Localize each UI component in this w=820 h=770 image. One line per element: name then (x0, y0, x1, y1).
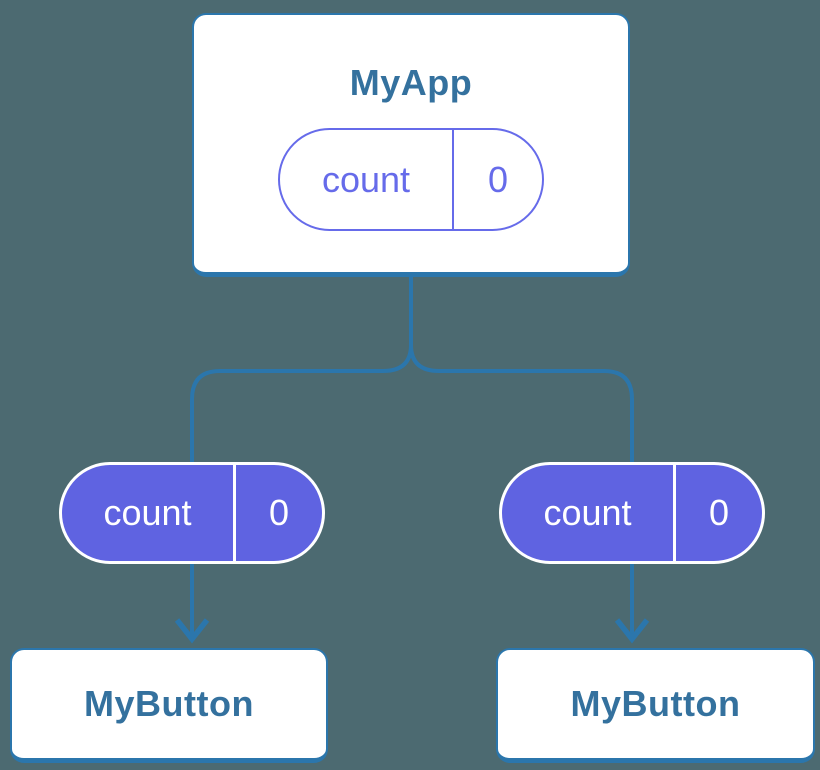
right-prop-pill: count 0 (499, 462, 765, 564)
root-state-pill: count 0 (278, 128, 544, 231)
state-value-label: 0 (487, 158, 509, 200)
child-component-title: MyButton (570, 683, 741, 724)
right-branch-connector-line (409, 344, 634, 637)
right-child-component-node: MyButton (496, 648, 815, 763)
left-prop-pill: count 0 (59, 462, 325, 564)
left-child-component-node: MyButton (10, 648, 328, 763)
right-arrowhead-icon (614, 618, 650, 644)
prop-name-label: count (103, 492, 192, 533)
prop-value-label: 0 (268, 492, 290, 533)
root-component-title: MyApp (349, 62, 473, 103)
left-branch-connector-line (190, 344, 413, 637)
prop-value-label: 0 (708, 492, 730, 533)
child-component-title: MyButton (84, 683, 254, 724)
left-arrowhead-icon (174, 618, 210, 644)
root-component-node: MyApp count 0 (192, 13, 630, 277)
prop-name-label: count (543, 492, 632, 533)
state-name-label: count (321, 158, 411, 200)
pill-divider (452, 130, 454, 229)
pill-divider (233, 465, 236, 561)
pill-divider (673, 465, 676, 561)
